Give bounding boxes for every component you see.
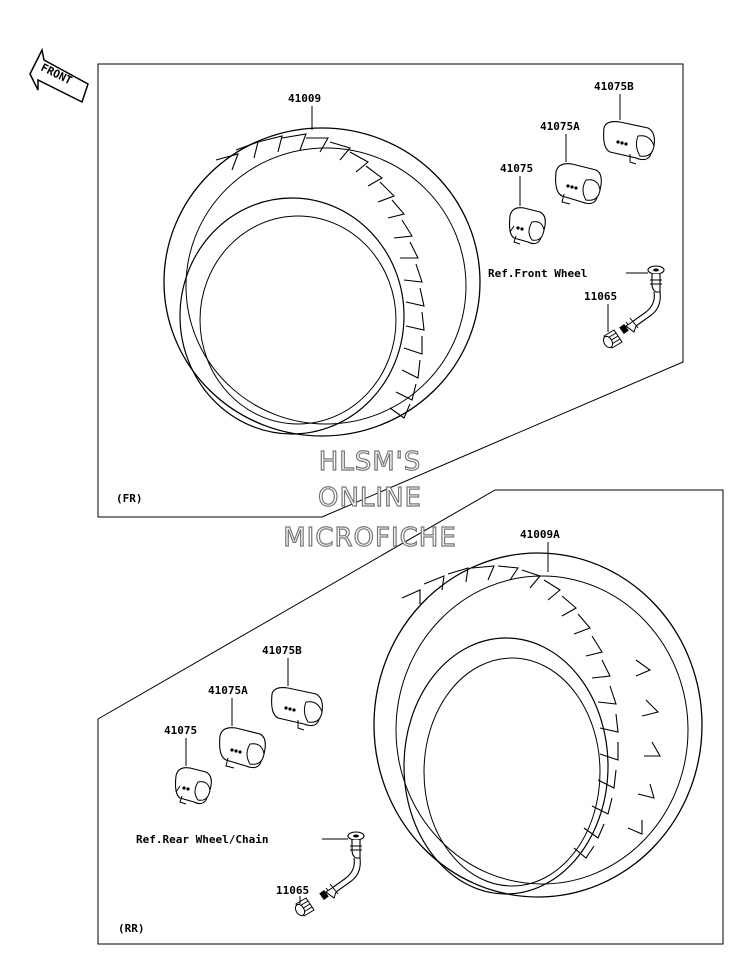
watermark-line-3: MICROFICHE	[283, 523, 457, 553]
rear-weight-b-callout: 41075B	[262, 644, 302, 657]
watermark: HLSM'S ONLINE MICROFICHE	[283, 446, 457, 553]
front-arrow-icon: FRONT	[29, 47, 89, 104]
front-valve-cap-icon	[601, 329, 623, 350]
rear-balance-weight-a	[219, 727, 266, 769]
rear-valve-callout: 11065	[276, 884, 309, 897]
rear-weight-a-callout: 41075A	[208, 684, 248, 697]
watermark-line-1: HLSM'S	[319, 447, 422, 477]
rear-balance-weight	[174, 767, 212, 805]
rear-ref-callout: Ref.Rear Wheel/Chain	[136, 833, 268, 846]
rear-tire-callout: 41009A	[520, 528, 560, 541]
front-valve-callout: 11065	[584, 290, 617, 303]
front-tire	[163, 127, 481, 437]
rear-leader-lines	[185, 542, 549, 904]
rear-tire	[373, 552, 703, 898]
front-weight-callout: 41075	[500, 162, 533, 175]
front-ref-callout: Ref.Front Wheel	[488, 267, 587, 280]
front-valve-icon	[618, 265, 665, 335]
front-weight-b-callout: 41075B	[594, 80, 634, 93]
front-weight-a-callout: 41075A	[540, 120, 580, 133]
front-balance-weight	[508, 207, 546, 245]
watermark-line-2: ONLINE	[318, 483, 422, 513]
front-section-code: (FR)	[116, 492, 143, 505]
rear-valve-icon	[318, 831, 365, 901]
rear-balance-weight-b	[271, 687, 323, 731]
rear-section-code: (RR)	[118, 922, 145, 935]
rear-panel: 41009A 41075B 41075A 41075 Ref.Rear Whee…	[97, 489, 724, 945]
rear-valve-cap-icon	[293, 897, 315, 918]
front-leader-lines	[311, 94, 648, 332]
front-balance-weight-b	[603, 121, 655, 165]
rear-weight-callout: 41075	[164, 724, 197, 737]
front-panel: 41009 41075B 41075A 41075 Ref.Front Whee…	[97, 63, 684, 518]
front-balance-weight-a	[555, 163, 602, 205]
front-tire-callout: 41009	[288, 92, 321, 105]
